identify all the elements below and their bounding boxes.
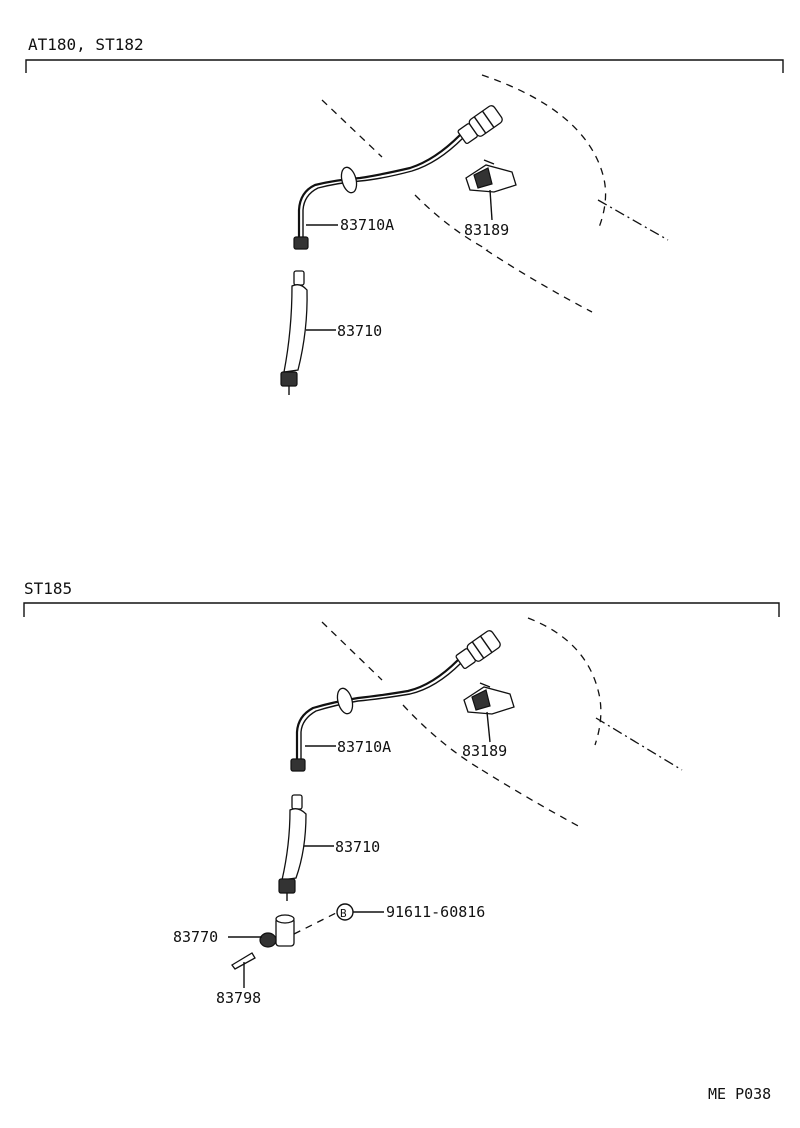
section-1-label-cable-upper: 83710A [340,216,394,234]
section-2-label-cable-upper: 83710A [337,738,391,756]
section-st185: ST185 [23,579,780,1007]
section-2-meter-connector [455,630,501,670]
section-2-model-label: ST185 [24,579,72,598]
section-1-body-outline-3 [485,249,593,313]
section-1-label-cable-lower: 83710 [337,322,382,340]
section-2-body-outline-2 [402,704,483,771]
section-2-label-cable-lower: 83710 [335,838,380,856]
section-2-label-pin: 83798 [216,989,261,1007]
section-2-body-outline-1 [321,621,383,681]
section-2-leader-clamp [486,711,491,743]
page-code: ME P038 [708,1085,771,1103]
section-2-label-clamp: 83189 [462,742,507,760]
section-2-body-outline-4 [527,617,602,746]
section-1-label-clamp: 83189 [464,221,509,239]
section-2-label-driven-gear: 83770 [173,928,218,946]
section-1-meter-connector [457,105,503,145]
section-1-speedometer-cable-lower [280,270,308,395]
section-2-driven-gear [259,914,295,948]
section-2-cable-end-fitting [290,758,306,772]
section-1-centerline [597,199,669,241]
section-2-bolt-dash-line [293,911,339,935]
section-1-body-outline-4 [481,74,607,231]
section-1-body-outline-1 [321,99,383,158]
section-2-speedometer-cable-lower [278,794,307,901]
section-1-bracket [25,59,784,73]
section-2-bracket [23,602,780,617]
section-1-speedometer-cable-upper [293,105,503,250]
section-1-leader-clamp [489,189,493,221]
section-1-body-outline-2 [414,194,489,251]
section-2-clamp [463,682,515,715]
section-1-grommet [340,166,358,194]
section-2-bolt-marker: B [340,907,347,920]
section-at180-st182: AT180, ST182 [25,35,784,395]
section-1-model-label: AT180, ST182 [28,35,144,54]
section-2-pin [231,952,256,970]
section-1-clamp [465,159,517,193]
section-2-body-outline-3 [481,769,583,829]
section-2-grommet [336,687,354,715]
section-2-speedometer-cable-upper [290,630,501,772]
section-2-centerline [595,717,683,771]
section-1-cable-end-fitting [293,236,309,250]
section-2-label-bolt-part: 91611-60816 [386,903,485,921]
